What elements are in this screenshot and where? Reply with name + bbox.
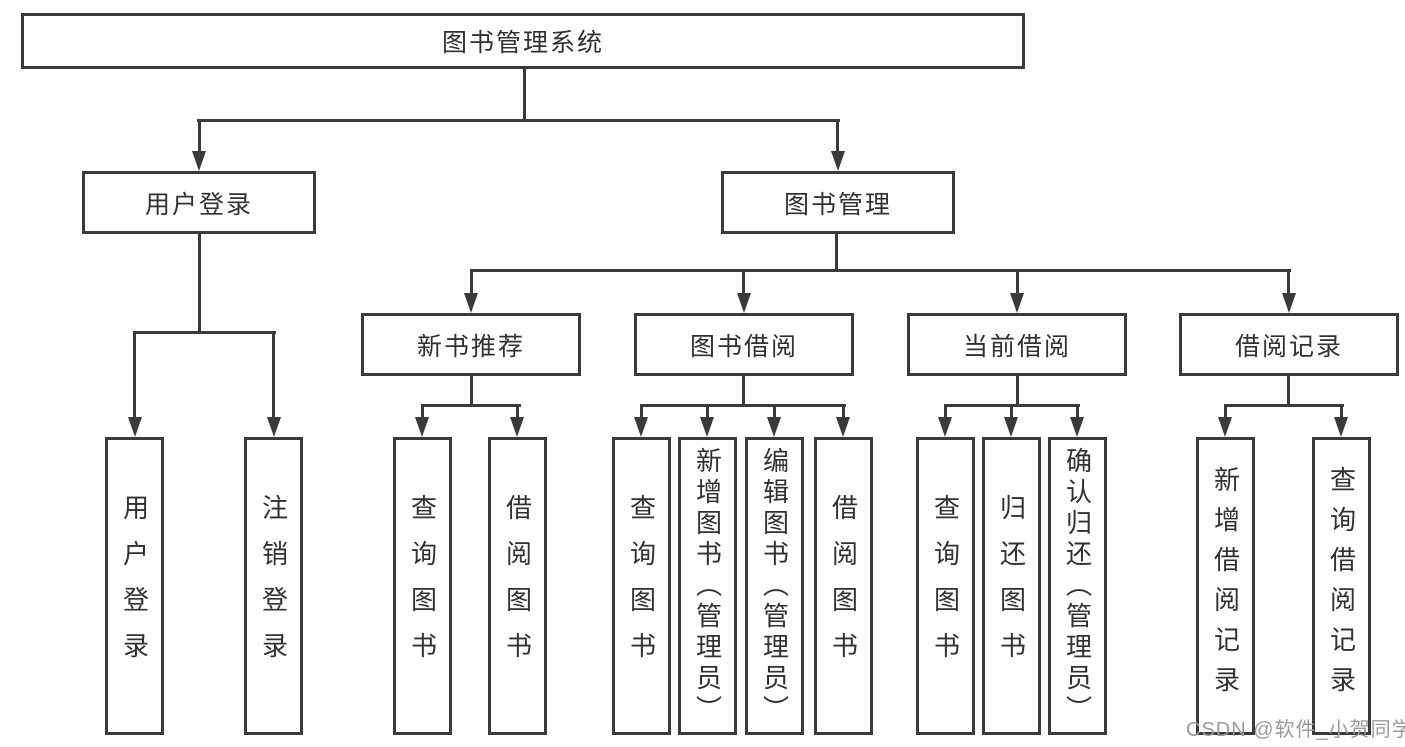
leaf-label: 查询图书 <box>930 494 961 678</box>
node-label: 图书管理 <box>783 190 892 219</box>
connector-line <box>1010 407 1013 418</box>
node-label: 用户登录 <box>144 190 253 219</box>
connector-line <box>470 376 473 406</box>
arrowhead-down-icon <box>192 151 206 171</box>
leaf-label: 确认归还（管理员） <box>1062 446 1093 726</box>
leaf-label: 编辑图书（管理员） <box>759 446 790 726</box>
leaf-borrow-books: 借阅图书 <box>814 437 873 735</box>
leaf-label: 查询图书 <box>626 494 657 678</box>
leaf-query-borrow-record: 查询借阅记录 <box>1312 437 1371 735</box>
connector-line <box>421 404 521 407</box>
node-label: 新书推荐 <box>416 332 525 361</box>
leaf-label: 注销登录 <box>258 494 289 678</box>
leaf-label: 归还图书 <box>996 494 1027 678</box>
node-book-management: 图书管理 <box>721 171 955 234</box>
arrowhead-down-icon <box>767 417 781 437</box>
node-label: 图书借阅 <box>689 332 798 361</box>
arrowhead-down-icon <box>415 417 429 437</box>
node-current-borrow: 当前借阅 <box>907 313 1127 376</box>
arrowhead-down-icon <box>634 417 648 437</box>
connector-line <box>197 119 840 122</box>
arrowhead-down-icon <box>938 417 952 437</box>
connector-line <box>133 331 276 334</box>
arrowhead-down-icon <box>1004 417 1018 437</box>
leaf-query-books-current: 查询图书 <box>916 437 975 735</box>
leaf-return-books: 归还图书 <box>982 437 1041 735</box>
leaf-label: 用户登录 <box>119 494 150 678</box>
node-user-login: 用户登录 <box>82 171 316 234</box>
connector-line <box>944 404 1080 407</box>
arrowhead-down-icon <box>1070 417 1084 437</box>
arrowhead-down-icon <box>128 417 142 437</box>
leaf-query-books-borrow: 查询图书 <box>612 437 671 735</box>
connector-line <box>640 404 846 407</box>
arrowhead-down-icon <box>464 293 478 313</box>
leaf-label: 查询借阅记录 <box>1326 466 1357 706</box>
connector-line <box>944 407 947 418</box>
leaf-user-login: 用户登录 <box>105 437 164 735</box>
connector-line <box>835 234 838 271</box>
arrowhead-down-icon <box>1282 293 1296 313</box>
connector-line <box>1287 272 1290 294</box>
leaf-label: 新增图书（管理员） <box>692 446 723 726</box>
connector-line <box>842 407 845 418</box>
node-book-borrow: 图书借阅 <box>634 313 854 376</box>
node-library-system: 图书管理系统 <box>21 13 1025 69</box>
connector-line <box>470 272 473 294</box>
arrowhead-down-icon <box>700 417 714 437</box>
connector-line <box>523 68 526 121</box>
leaf-query-books-recommend: 查询图书 <box>393 437 452 735</box>
connector-line <box>198 122 201 153</box>
connector-line <box>742 376 745 406</box>
connector-line <box>1016 376 1019 406</box>
connector-line <box>742 272 745 294</box>
connector-line <box>773 407 776 418</box>
connector-line <box>640 407 643 418</box>
leaf-label: 新增借阅记录 <box>1210 466 1241 706</box>
arrowhead-down-icon <box>1218 417 1232 437</box>
connector-line <box>272 334 275 418</box>
leaf-add-book-admin: 新增图书（管理员） <box>678 437 737 735</box>
node-label: 当前借阅 <box>962 332 1071 361</box>
node-borrow-records: 借阅记录 <box>1179 313 1399 376</box>
leaf-add-borrow-record: 新增借阅记录 <box>1196 437 1255 735</box>
connector-line <box>1224 407 1227 418</box>
connector-line <box>198 234 201 333</box>
arrowhead-down-icon <box>267 417 281 437</box>
leaf-logout: 注销登录 <box>244 437 303 735</box>
leaf-confirm-return-admin: 确认归还（管理员） <box>1048 437 1107 735</box>
connector-line <box>836 122 839 153</box>
node-new-book-recommend: 新书推荐 <box>361 313 581 376</box>
leaf-borrow-books-recommend: 借阅图书 <box>488 437 547 735</box>
arrowhead-down-icon <box>1334 417 1348 437</box>
leaf-label: 借阅图书 <box>828 494 859 678</box>
csdn-watermark: CSDN @软件_小贺同学 <box>1186 719 1405 741</box>
arrowhead-down-icon <box>510 417 524 437</box>
connector-line <box>421 407 424 418</box>
node-label: 借阅记录 <box>1234 332 1343 361</box>
leaf-label: 查询图书 <box>407 494 438 678</box>
connector-line <box>1016 272 1019 294</box>
connector-line <box>706 407 709 418</box>
connector-line <box>470 269 1291 272</box>
leaf-label: 借阅图书 <box>502 494 533 678</box>
arrowhead-down-icon <box>737 293 751 313</box>
node-label: 图书管理系统 <box>441 29 604 57</box>
connector-line <box>1076 407 1079 418</box>
connector-line <box>1224 404 1344 407</box>
arrowhead-down-icon <box>831 151 845 171</box>
connector-line <box>1340 407 1343 418</box>
connector-line <box>133 334 136 418</box>
connector-line <box>1287 376 1290 406</box>
arrowhead-down-icon <box>1010 293 1024 313</box>
leaf-edit-book-admin: 编辑图书（管理员） <box>745 437 804 735</box>
connector-line <box>516 407 519 418</box>
arrowhead-down-icon <box>836 417 850 437</box>
